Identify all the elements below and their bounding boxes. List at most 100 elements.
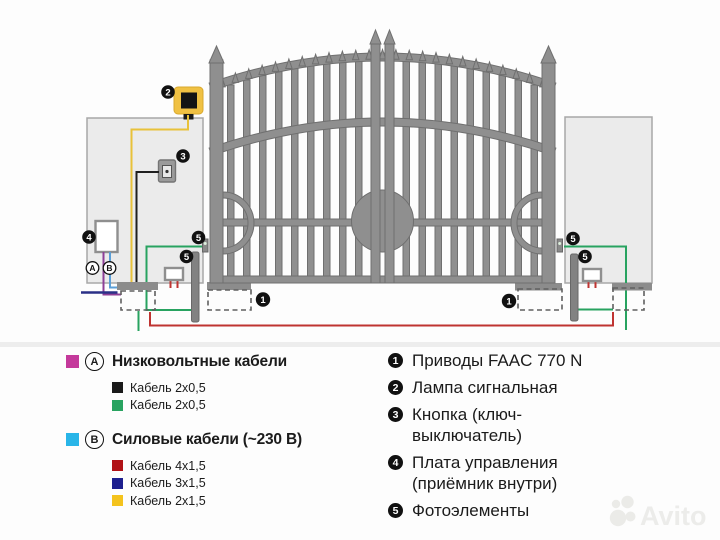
component-item-text: Фотоэлементы [412,500,529,521]
gate-spike [445,52,454,65]
gate-bar [339,61,347,280]
callout-5-left-pillar: 5 [191,230,206,245]
gate-bar [466,67,474,281]
key-switch [157,159,177,183]
port-b-marker: B [102,261,117,275]
gate-bar [259,75,267,280]
component-item-line: Фотоэлементы [412,501,530,520]
gate-spike [418,49,427,62]
cable-item: Кабель 4х1,5 [112,457,302,475]
gate-right-finial [540,44,557,64]
cable-item: Кабель 3х1,5 [112,475,302,493]
port-a-marker: A [85,261,100,275]
cable-group-swatch [66,355,79,368]
gate-spike [244,67,253,79]
gate-bar [498,75,506,280]
gate-bar [450,65,458,280]
foundation-box-right-pillar [612,287,645,311]
port-b-label: B [106,263,112,273]
component-item-line: Лампа сигнальная [412,378,558,397]
component-item-number: 1 [388,353,403,368]
cable-item: Кабель 2х1,5 [112,492,302,510]
component-item-text: Лампа сигнальная [412,377,558,398]
gate-second-arch-fill [208,118,557,156]
gate-bar [275,71,283,281]
gate-spike [512,67,521,79]
component-item-number: 4 [388,455,403,470]
cable-item-swatch [112,495,123,507]
callout-5-label: 5 [184,252,190,263]
lamp-wire [130,115,189,282]
gate-left-stile [209,59,224,284]
cable-item-swatch [112,477,123,489]
gate-right-stile [541,59,556,284]
cable-item: Кабель 2х0,5 [112,379,302,397]
gate-bar [355,60,363,280]
cable-group-letter: A [85,352,104,371]
callout-4-label: 4 [86,232,92,243]
component-item-number: 2 [388,380,403,395]
gate-spikes [218,47,547,88]
photocell-wire-left [145,245,202,311]
component-item-text: Приводы FAAC 770 N [412,350,582,371]
callout-4: 4 [82,230,96,244]
avito-logo-icon [609,495,636,527]
gate-spike [284,57,293,69]
callout-2-label: 2 [165,87,170,98]
cable-item-label: Кабель 2х0,5 [130,380,206,395]
gate-spike [525,71,534,83]
callout-1-label: 1 [260,295,266,306]
component-item-line: выключатель) [412,426,523,445]
gate-left-ornament-fill [222,192,254,254]
gate-meeting-finial-left [369,28,382,45]
motor-power-loop [149,312,614,327]
signal-lamp-lens [181,92,197,109]
photocell-left-pillar [202,238,209,253]
gate-bar [323,62,331,280]
control-board [94,219,119,254]
callout-2: 2 [161,85,175,99]
component-item-line: Приводы FAAC 770 N [412,351,583,370]
gate-spike [231,71,240,83]
callout-5-left-post: 5 [179,249,194,264]
cable-item-label: Кабель 3х1,5 [130,476,206,491]
component-item-line: Плата управления [412,453,558,472]
gate-spike [472,57,481,69]
gate-bar [243,79,251,280]
gate-spike [485,60,494,72]
signal-lamp [173,86,204,120]
junction-box-right [581,267,603,283]
cable-group-swatch [66,433,79,446]
cable-group-title: Силовые кабели (~230 В) [112,430,302,448]
cable-item-swatch [112,382,123,394]
gate-meeting-stile-right [384,41,395,284]
junction-box-left [163,266,185,282]
gate-spike [378,47,387,60]
gate-spike [405,48,414,61]
cable-item: Кабель 2х0,5 [112,397,302,415]
foundation-cover-right-pillar [612,283,652,291]
gate-spike [351,48,360,61]
cable-item-label: Кабель 4х1,5 [130,458,206,473]
foundation-cover-left-gate [207,282,251,290]
callout-5-right-pillar: 5 [566,231,580,246]
gate-spike [271,60,280,72]
callout-3: 3 [176,149,190,163]
photocell-right-pillar [556,238,563,253]
cable-item-label: Кабель 2х0,5 [130,398,206,413]
callout-5-label: 5 [582,252,588,263]
cable-group-title: Низковольтные кабели [112,352,287,370]
component-item: 2 Лампа сигнальная [388,377,582,398]
gate-right-ornament-fill [511,192,543,254]
gate-bar [514,79,522,280]
gate-bar [418,61,426,280]
callout-3-label: 3 [180,151,185,162]
foundation-cover-left-pillar [117,282,158,290]
cable-item-swatch [112,460,123,472]
